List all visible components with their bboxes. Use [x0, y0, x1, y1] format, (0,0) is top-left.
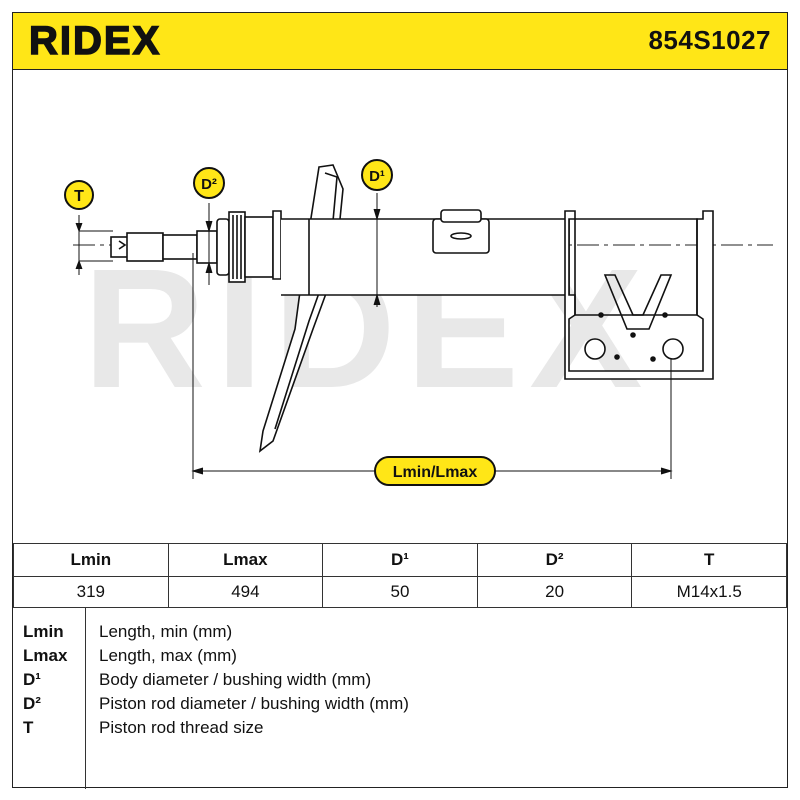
badge-d1: D¹: [361, 159, 393, 191]
damper-body: [281, 209, 570, 296]
legend-abbr: T: [23, 718, 34, 737]
legend-desc: Body diameter / bushing width (mm): [99, 670, 372, 689]
dimension-d1: [373, 193, 381, 307]
legend: Lmin Length, min (mm) Lmax Length, max (…: [13, 607, 787, 789]
spec-header-lmin: Lmin: [13, 543, 169, 577]
svg-text:Lmin/Lmax: Lmin/Lmax: [393, 464, 478, 481]
legend-desc: Length, min (mm): [99, 622, 233, 641]
datasheet-frame: RIDEX 854S1027 RIDEX: [12, 12, 788, 789]
legend-divider: [85, 608, 86, 789]
spec-value-lmin: 319: [13, 576, 169, 608]
svg-text:D²: D²: [201, 176, 217, 193]
spec-value-t: M14x1.5: [631, 576, 787, 608]
legend-abbr: D²: [23, 694, 41, 713]
spec-value-lmax: 494: [167, 576, 324, 608]
badge-d2: D²: [193, 167, 225, 199]
header-bar: RIDEX 854S1027: [13, 13, 787, 70]
legend-desc: Length, max (mm): [99, 646, 237, 665]
ridex-logo-icon: RIDEX: [28, 18, 161, 64]
legend-desc: Piston rod thread size: [99, 718, 264, 737]
badge-t: T: [64, 180, 94, 210]
shock-absorber-drawing: RIDEX: [64, 159, 773, 486]
spec-header-lmax: Lmax: [167, 543, 324, 577]
spec-header-d2: D²: [476, 543, 633, 577]
svg-text:T: T: [74, 188, 84, 205]
part-number: 854S1027: [648, 25, 771, 55]
spec-value-row: 319 494 50 20 M14x1.5: [13, 576, 787, 608]
knuckle-bracket: [564, 210, 714, 380]
brand-logo: RIDEX: [27, 18, 207, 66]
spec-header-t: T: [631, 543, 787, 577]
legend-abbr: D¹: [23, 670, 41, 689]
spec-header-row: Lmin Lmax D¹ D² T: [13, 543, 787, 577]
dimension-t: [75, 215, 113, 275]
top-bushing: [216, 211, 274, 283]
spec-value-d2: 20: [476, 576, 633, 608]
svg-text:D¹: D¹: [369, 168, 385, 185]
technical-drawing: RIDEX: [13, 69, 787, 543]
piston-rod: [110, 230, 218, 264]
dimension-d2: [205, 203, 213, 285]
legend-abbr: Lmax: [23, 646, 68, 665]
legend-desc: Piston rod diameter / bushing width (mm): [99, 694, 409, 713]
spec-table: Lmin Lmax D¹ D² T 319 494 50 20 M14x1.5: [13, 543, 787, 608]
legend-abbr: Lmin: [23, 622, 64, 641]
svg-text:RIDEX: RIDEX: [29, 19, 161, 61]
spec-header-d1: D¹: [322, 543, 478, 577]
spec-value-d1: 50: [322, 576, 478, 608]
badge-length: Lmin/Lmax: [374, 456, 496, 486]
